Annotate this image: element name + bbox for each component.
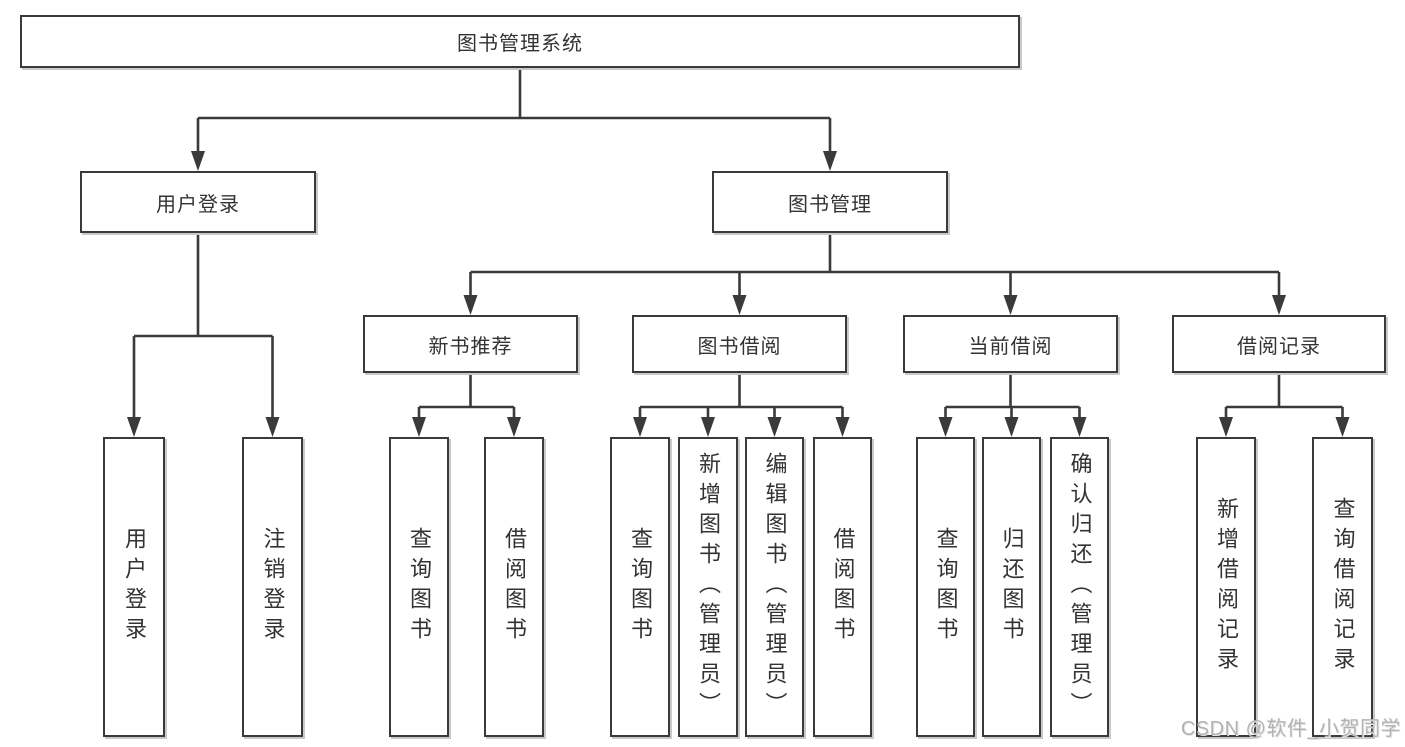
leaf-edit-books-admin: 编辑图书（管理员） [745,437,804,737]
leaf-query-books-borrow-label: 查询图书 [628,527,653,647]
leaf-query-books-borrow: 查询图书 [610,437,670,737]
node-current-borrowing: 当前借阅 [903,315,1118,373]
leaf-return-books-label: 归还图书 [999,527,1025,647]
leaf-user-login-label: 用户登录 [122,527,147,647]
node-library-system-label: 图书管理系统 [457,33,583,55]
node-new-book-recommendation: 新书推荐 [363,315,578,373]
leaf-edit-books-admin-label: 编辑图书（管理员） [762,452,788,722]
node-library-system: 图书管理系统 [20,15,1020,68]
leaf-borrow-books: 借阅图书 [813,437,872,737]
leaf-confirm-return-admin: 确认归还（管理员） [1050,437,1109,737]
leaf-query-books-recommend: 查询图书 [389,437,449,737]
node-borrowing-records-label: 借阅记录 [1237,335,1321,358]
leaf-query-borrow-record: 查询借阅记录 [1312,437,1373,737]
leaf-borrow-books-recommend: 借阅图书 [484,437,544,737]
leaf-add-borrow-record-label: 新增借阅记录 [1214,497,1239,677]
leaf-query-books-current-label: 查询图书 [933,527,959,647]
leaf-add-books-admin: 新增图书（管理员） [678,437,738,737]
leaf-logout-label: 注销登录 [260,527,286,647]
node-new-book-recommendation-label: 新书推荐 [428,335,513,358]
leaf-add-books-admin-label: 新增图书（管理员） [696,452,721,722]
leaf-user-login: 用户登录 [103,437,165,737]
node-user-login-branch: 用户登录 [80,171,316,233]
node-book-borrowing: 图书借阅 [632,315,847,373]
leaf-query-books-current: 查询图书 [916,437,975,737]
node-current-borrowing-label: 当前借阅 [968,335,1053,358]
node-user-login-branch-label: 用户登录 [156,193,240,216]
node-borrowing-records: 借阅记录 [1172,315,1386,373]
node-book-management-branch-label: 图书管理 [788,193,872,216]
node-book-borrowing-label: 图书借阅 [697,335,782,358]
leaf-confirm-return-admin-label: 确认归还（管理员） [1067,452,1093,722]
leaf-borrow-books-label: 借阅图书 [830,527,856,647]
leaf-logout: 注销登录 [242,437,303,737]
leaf-borrow-books-recommend-label: 借阅图书 [502,527,527,647]
leaf-add-borrow-record: 新增借阅记录 [1196,437,1256,737]
leaf-query-borrow-record-label: 查询借阅记录 [1330,497,1356,677]
node-book-management-branch: 图书管理 [712,171,948,233]
leaf-return-books: 归还图书 [982,437,1041,737]
csdn-watermark: CSDN @软件_小贺同学 [1180,718,1401,740]
leaf-query-books-recommend-label: 查询图书 [407,527,432,647]
